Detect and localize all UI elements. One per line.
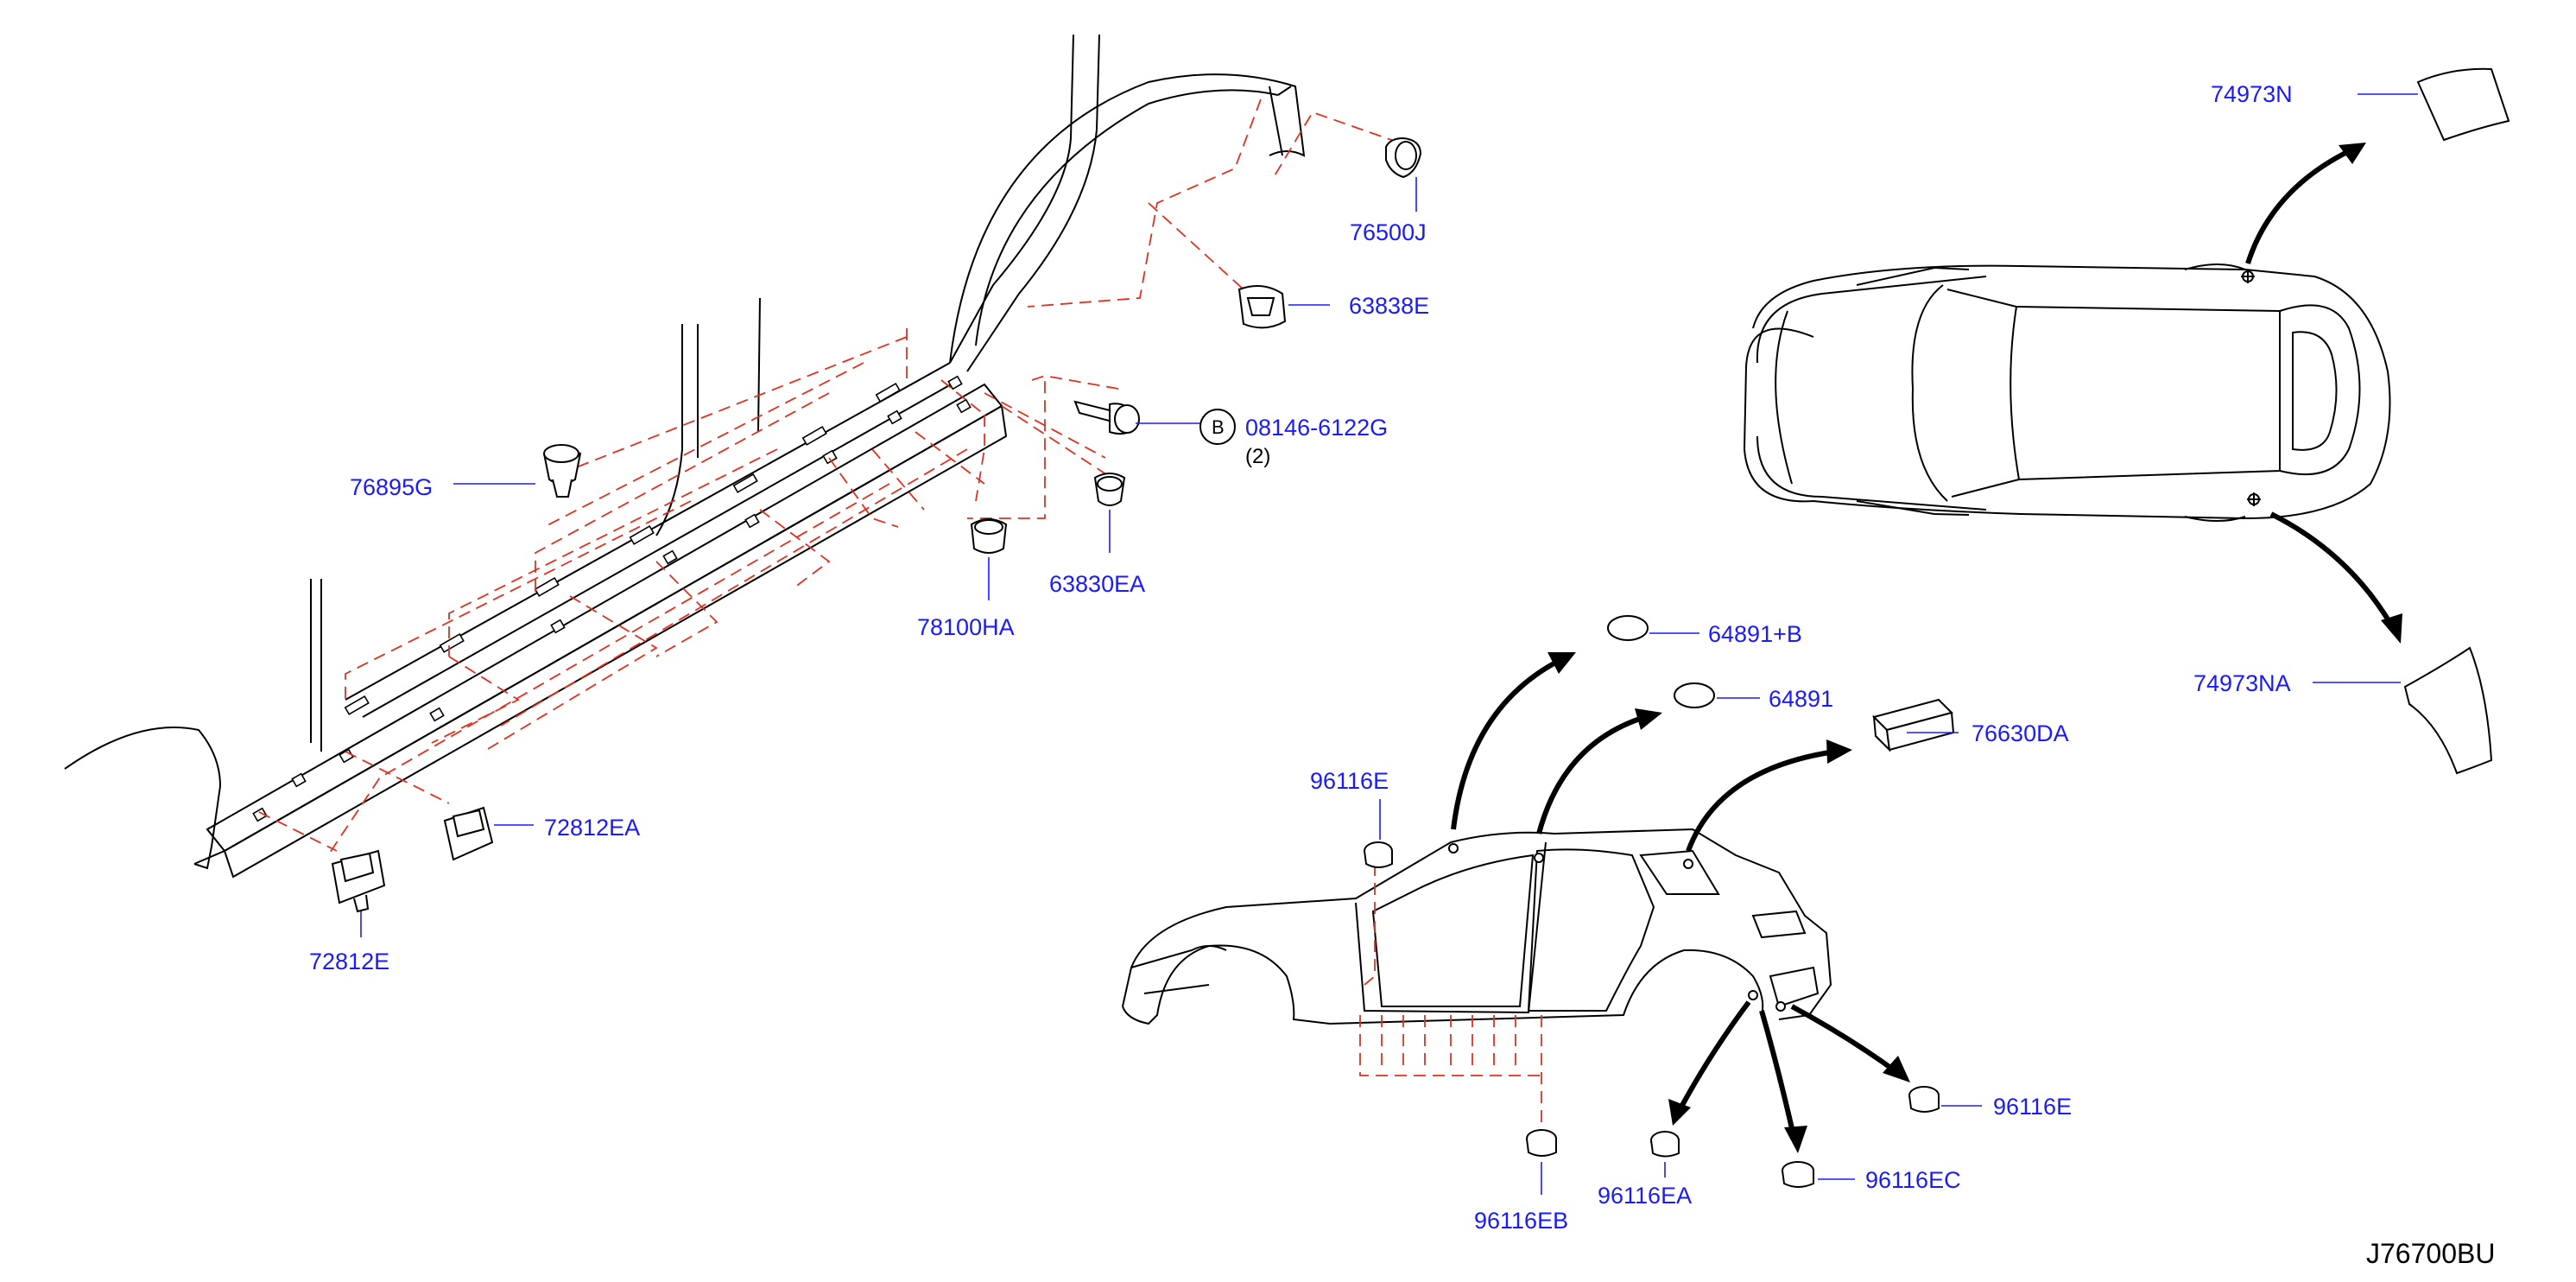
label-78100HA: 78100HA bbox=[917, 614, 1015, 640]
block-76630DA bbox=[1872, 698, 1955, 752]
arrow-head bbox=[2381, 613, 2402, 644]
arrow-head bbox=[1668, 1099, 1691, 1126]
clip-72812E bbox=[331, 849, 386, 913]
side-arrows bbox=[1451, 652, 1910, 1153]
clip-76895G bbox=[542, 444, 582, 498]
label-64891-B: 64891+B bbox=[1708, 621, 1802, 647]
vehicle-top-view bbox=[1743, 263, 2391, 522]
label-72812EA: 72812EA bbox=[544, 815, 640, 841]
label-96116EC: 96116EC bbox=[1865, 1167, 1961, 1193]
label-72812E: 72812E bbox=[309, 949, 389, 974]
plug-96116E-top bbox=[1364, 841, 1393, 868]
clip-63830EA bbox=[1093, 473, 1126, 506]
pad-74973NA bbox=[2403, 646, 2493, 775]
label-64891: 64891 bbox=[1769, 686, 1833, 712]
bolt-08146-6122G bbox=[1073, 400, 1140, 435]
label-96116E-top: 96116E bbox=[1310, 768, 1389, 794]
arrow-head bbox=[1883, 1056, 1910, 1082]
side-leader-lines bbox=[1379, 632, 1982, 1195]
clip-78100HA bbox=[970, 518, 1008, 554]
plug-96116EB bbox=[1526, 1129, 1557, 1157]
sill-clip-slots bbox=[252, 375, 972, 822]
label-63830EA: 63830EA bbox=[1049, 571, 1145, 597]
plug-96116E-right bbox=[1908, 1086, 1940, 1113]
label-74973N: 74973N bbox=[2211, 81, 2293, 107]
bolt-ref-circle bbox=[1199, 409, 1236, 445]
label-63838E: 63838E bbox=[1349, 293, 1429, 319]
label-bolt-qty: (2) bbox=[1245, 445, 1270, 468]
arrow-head bbox=[1635, 708, 1662, 730]
label-96116E-right: 96116E bbox=[1993, 1094, 2072, 1120]
plug-64891-B bbox=[1607, 615, 1649, 641]
clip-76500J bbox=[1385, 136, 1422, 179]
arrow-head bbox=[1547, 652, 1576, 674]
label-96116EB: 96116EB bbox=[1474, 1208, 1568, 1234]
pad-74973N bbox=[2416, 67, 2510, 142]
left-leader-lines bbox=[360, 177, 1417, 937]
vehicle-body-side-view bbox=[1122, 828, 1832, 1025]
top-arrows bbox=[2245, 143, 2402, 644]
bolt-ref-letter: B bbox=[1212, 416, 1225, 438]
label-76500J: 76500J bbox=[1350, 219, 1427, 245]
label-76895G: 76895G bbox=[350, 474, 433, 500]
label-76630DA: 76630DA bbox=[1972, 720, 2069, 746]
plug-96116EC bbox=[1782, 1161, 1814, 1188]
left-guide-lines bbox=[258, 98, 1400, 856]
side-sill-body-panel bbox=[64, 34, 1306, 879]
label-74973NA: 74973NA bbox=[2193, 670, 2291, 696]
label-08146-6122G: 08146-6122G bbox=[1245, 415, 1388, 441]
diagram-reference-code: J76700BU bbox=[2366, 1238, 2495, 1269]
arrow-head bbox=[1826, 739, 1852, 764]
clip-72812EA bbox=[443, 806, 494, 861]
clip-63838E bbox=[1237, 285, 1287, 329]
plug-64891 bbox=[1674, 682, 1715, 708]
arrow-head bbox=[1784, 1126, 1807, 1153]
label-96116EA: 96116EA bbox=[1598, 1183, 1692, 1209]
plug-96116EA bbox=[1650, 1131, 1680, 1158]
side-guide-lines bbox=[1359, 864, 1542, 1123]
arrow-head bbox=[2339, 143, 2366, 164]
